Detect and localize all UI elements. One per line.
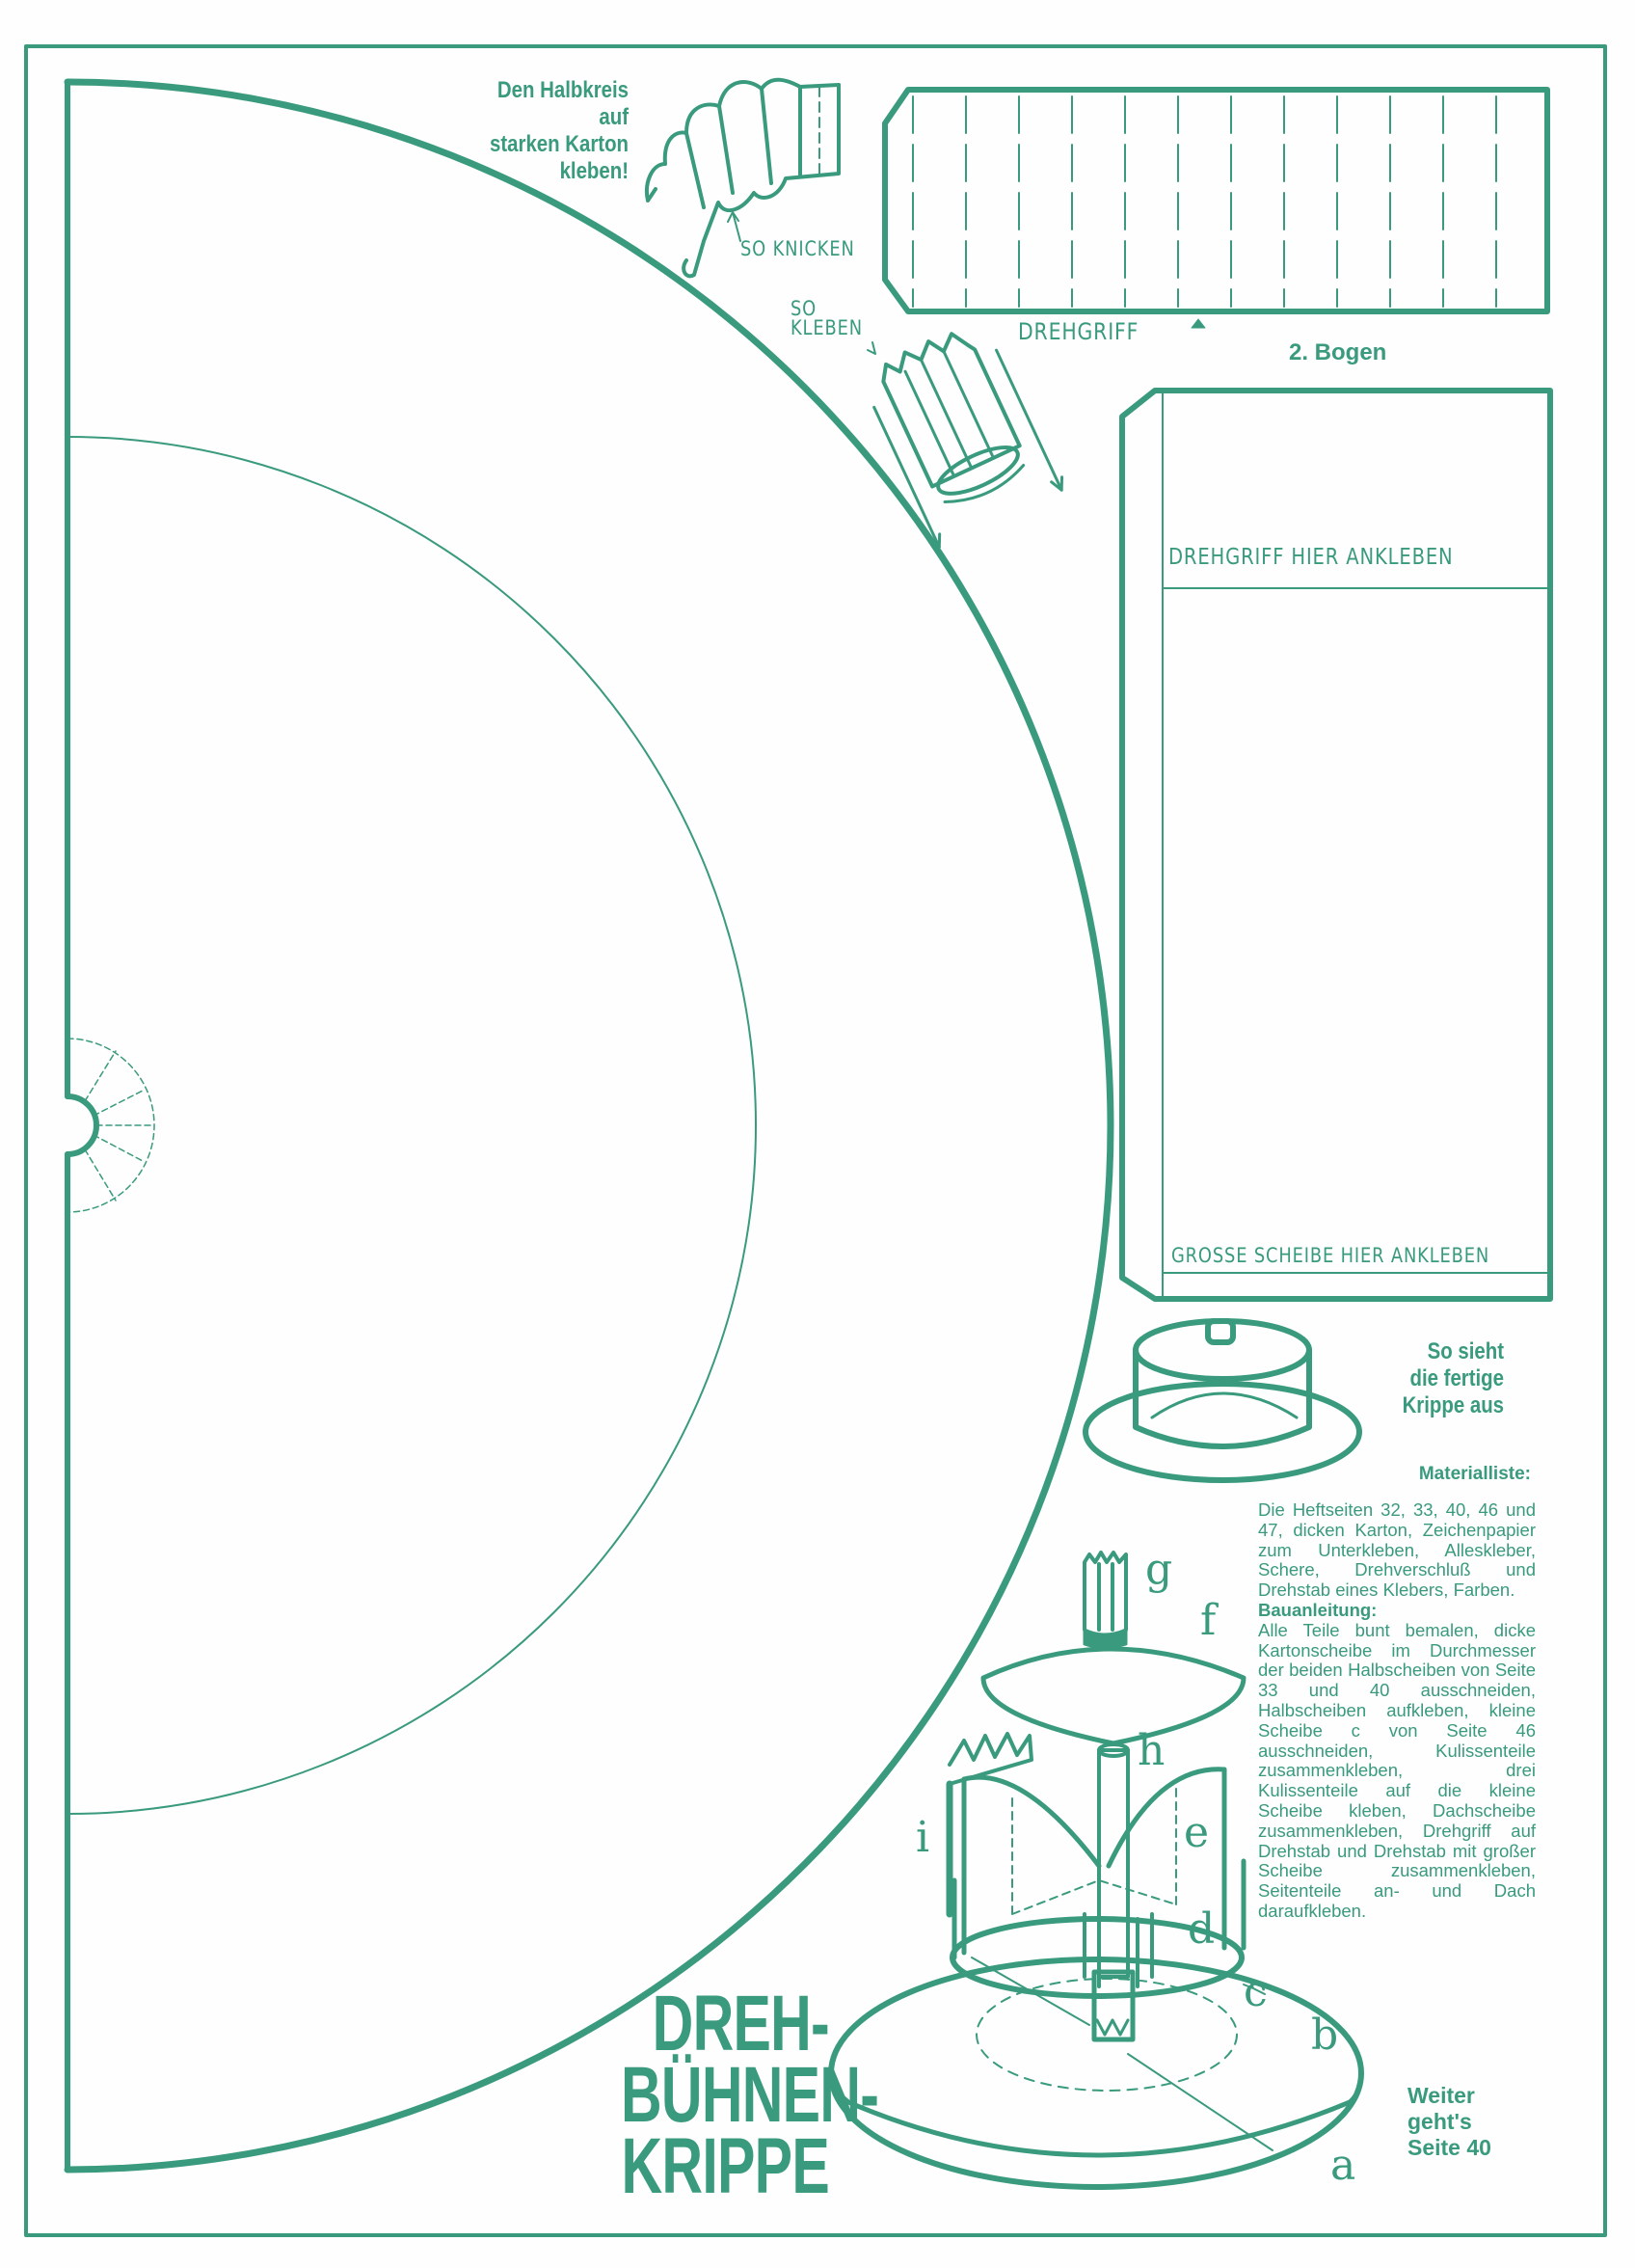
part-label-d: d: [1188, 1904, 1216, 1954]
notch-tabs: [67, 1038, 155, 1213]
glue-hint-label: SO KLEBEN: [791, 299, 863, 338]
handle-strip-outline: [882, 87, 1550, 314]
part-label-b: b: [1311, 2011, 1339, 2060]
glue-hint-line: SO: [791, 297, 818, 320]
part-label-g: g: [1145, 1545, 1173, 1594]
inner-disc-guide: [67, 436, 757, 1815]
caption-line: So sieht: [1427, 1338, 1504, 1364]
page-title: DREH- BÜHNEN- KRIPPE: [621, 1980, 879, 2210]
page-border: [24, 44, 1607, 2237]
note-line: Den Halbkreis auf: [496, 77, 629, 130]
fold-hint-label: SO KNICKEN: [740, 237, 855, 260]
note-line: kleben!: [559, 158, 629, 184]
caption-line: Krippe aus: [1402, 1392, 1504, 1418]
glue-hint-line: KLEBEN: [791, 316, 863, 339]
handle-strip-fold-lines: [912, 95, 1497, 308]
triangle-marker-icon: [1191, 318, 1206, 329]
materials-text: Die Heftseiten 32, 33, 40, 46 und 47, di…: [1258, 1499, 1536, 1601]
part-label-h: h: [1138, 1726, 1166, 1775]
continued-line: Weiter: [1407, 2083, 1475, 2108]
panel-outline: [1119, 388, 1553, 1302]
panel-guides: [1162, 390, 1551, 1300]
finished-crib-illustration: [1083, 1318, 1362, 1483]
instructions-text-block: Die Heftseiten 32, 33, 40, 46 und 47, di…: [1258, 1499, 1536, 1922]
part-label-e: e: [1184, 1808, 1210, 1857]
title-line: BÜHNEN-: [621, 2051, 879, 2139]
part-label-i: i: [916, 1813, 930, 1862]
center-notch: [65, 1094, 99, 1157]
glue-illustration: [872, 332, 1064, 549]
title-line: DREH-: [652, 1980, 830, 2067]
panel-bottom-label: GROSSE SCHEIBE HIER ANKLEBEN: [1171, 1244, 1490, 1267]
caption-line: die fertige: [1409, 1365, 1504, 1391]
continued-line: Seite 40: [1407, 2135, 1491, 2160]
part-label-a: a: [1330, 2141, 1356, 2190]
title-line: KRIPPE: [621, 2122, 829, 2210]
materials-heading: Materialliste:: [1418, 1464, 1531, 1484]
half-disc-outline: [64, 78, 1114, 2174]
handle-label: DREHGRIFF: [1018, 318, 1139, 345]
instructions-heading: Bauanleitung:: [1258, 1599, 1378, 1620]
continued-note: Weiter geht's Seite 40: [1407, 2083, 1491, 2161]
instructions-text: Alle Teile bunt bemalen, dicke Kartonsch…: [1258, 1619, 1536, 1921]
continued-line: geht's: [1407, 2109, 1472, 2134]
exploded-crib-illustration: [828, 1551, 1364, 2190]
halbkreis-instruction: Den Halbkreis auf starken Karton kleben!: [465, 77, 629, 185]
finished-caption: So sieht die fertige Krippe aus: [1340, 1338, 1504, 1419]
arrow-icon: [867, 341, 876, 355]
sheet-label: 2. Bogen: [1289, 339, 1387, 365]
part-label-f: f: [1200, 1596, 1217, 1645]
fold-illustration: [645, 77, 841, 279]
part-label-c: c: [1244, 1967, 1268, 2016]
panel-top-label: DREHGRIFF HIER ANKLEBEN: [1168, 545, 1454, 570]
note-line: starken Karton: [490, 131, 629, 157]
